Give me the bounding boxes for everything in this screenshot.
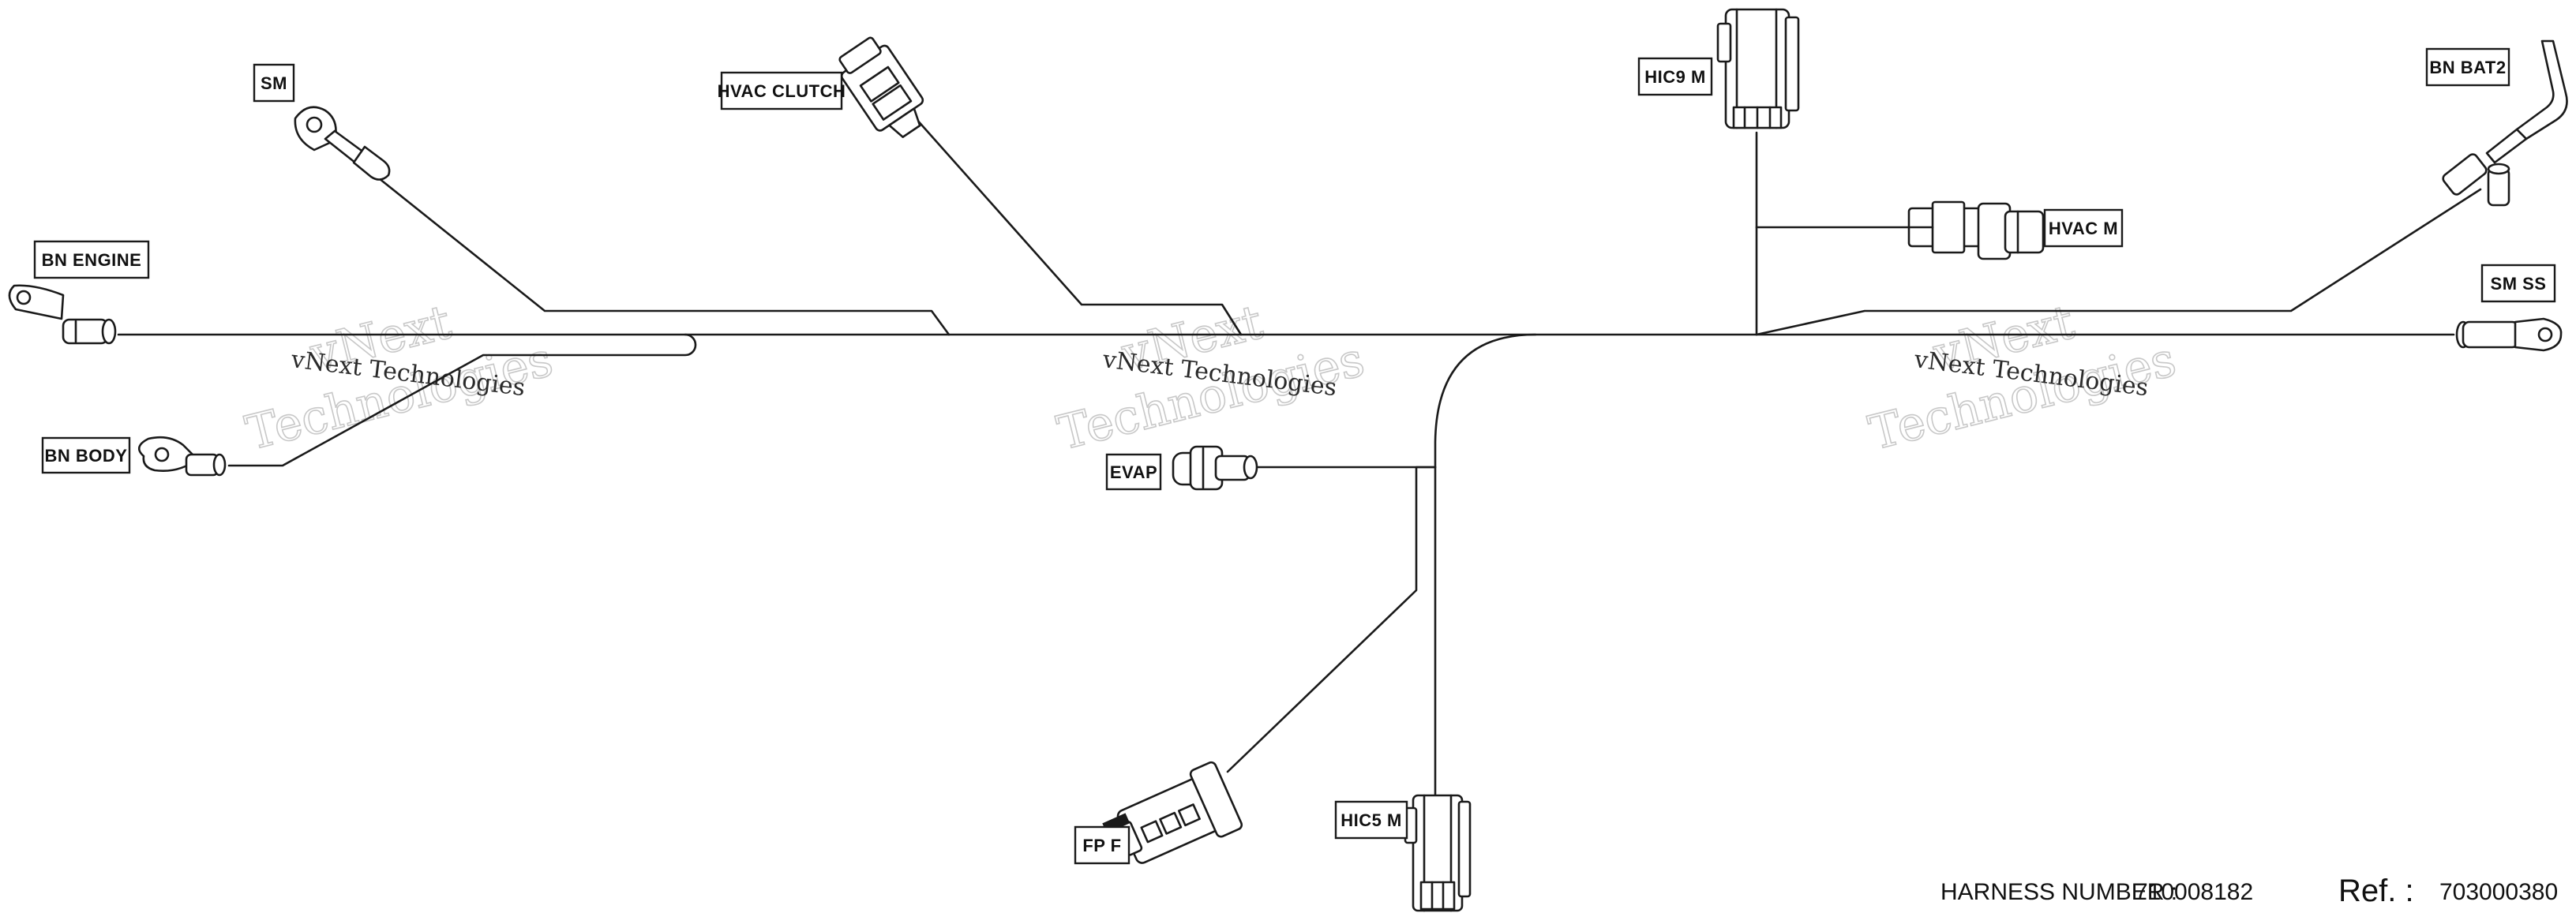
hic5-m-connector-icon[interactable] [1404, 794, 1472, 912]
label-bn-engine: BN ENGINE [33, 240, 150, 279]
label-sm-ss-text: SM SS [2491, 274, 2547, 294]
harness-number-value: 710008182 [2135, 879, 2253, 905]
fp-f-wire [1226, 466, 1437, 773]
label-hvac-clutch-text: HVAC CLUTCH [718, 81, 846, 101]
bn-bat2-terminal-icon[interactable] [2441, 39, 2568, 207]
label-fp-f-text: FP F [1082, 836, 1121, 855]
harness-number-label: HARNESS NUMBER : [1940, 879, 2177, 905]
sm-terminal-icon[interactable] [294, 106, 391, 181]
ref-number-value: 703000380 [2439, 879, 2558, 905]
hvac-clutch-wire [914, 117, 1243, 336]
label-bn-body: BN BODY [41, 436, 131, 474]
sm-wire [377, 177, 951, 336]
watermark-left: vNext Technologies vNext Technologies [240, 294, 559, 462]
label-hic9-m: HIC9 M [1637, 57, 1713, 96]
label-bn-engine-text: BN ENGINE [42, 250, 142, 270]
label-evap: EVAP [1105, 453, 1162, 491]
label-sm-text: SM [261, 73, 287, 93]
label-sm: SM [253, 63, 295, 103]
hvac-clutch-connector-icon[interactable] [832, 32, 935, 147]
label-hic5-m: HIC5 M [1334, 800, 1408, 840]
sm-ss-terminal-icon[interactable] [2455, 317, 2563, 352]
footer: HARNESS NUMBER : 710008182 Ref. : 703000… [1940, 874, 2558, 908]
label-fp-f: FP F [1074, 825, 1131, 865]
lower-trunk [1434, 333, 1537, 797]
label-bn-body-text: BN BODY [45, 446, 128, 466]
watermark-center: vNext Technologies vNext Technologies [1052, 294, 1370, 462]
bn-engine-terminal-icon[interactable] [8, 284, 117, 345]
bn-body-terminal-icon[interactable] [137, 436, 227, 477]
hic9-m-connector-icon[interactable] [1716, 8, 1800, 129]
harness-wires [117, 117, 2482, 797]
label-bn-bat2-text: BN BAT2 [2429, 58, 2506, 77]
label-sm-ss: SM SS [2480, 264, 2556, 303]
label-hic5-m-text: HIC5 M [1340, 810, 1402, 830]
evap-connector-icon[interactable] [1172, 445, 1258, 491]
ref-label: Ref. : [2338, 874, 2414, 908]
bn-bat2-wire [1755, 188, 2482, 336]
label-hvac-clutch: HVAC CLUTCH [718, 71, 846, 110]
label-hvac-m-text: HVAC M [2049, 219, 2118, 238]
hvac-m-connector-icon[interactable] [1907, 200, 2045, 260]
bn-body-wire [227, 333, 697, 467]
fp-f-connector-icon[interactable] [1098, 761, 1243, 878]
label-hvac-m: HVAC M [2043, 208, 2124, 248]
watermark-right: vNext Technologies vNext Technologies [1863, 294, 2182, 462]
label-bn-bat2: BN BAT2 [2425, 47, 2510, 87]
label-evap-text: EVAP [1110, 462, 1157, 482]
label-hic9-m-text: HIC9 M [1644, 67, 1706, 87]
